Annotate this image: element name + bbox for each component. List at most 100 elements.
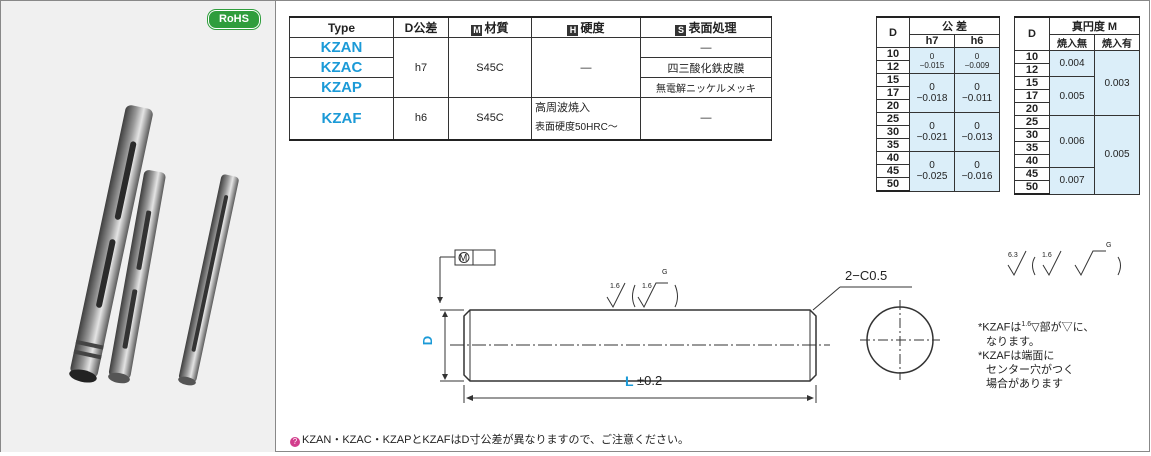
tol-h7-g1-lower: −0.015 bbox=[919, 60, 945, 70]
medium-shaft-image bbox=[108, 170, 166, 384]
tol-h7-g2-lower: −0.018 bbox=[916, 93, 948, 104]
tol-h7-g4-lower: −0.025 bbox=[916, 171, 948, 183]
tol-h6-g4-upper: 0 bbox=[974, 160, 980, 172]
tol-h7-g3: 0−0.021 bbox=[909, 112, 955, 152]
tol-d: 30 bbox=[876, 125, 910, 139]
type-kzap: KZAP bbox=[289, 77, 394, 98]
note-1-roughness: 1.6 bbox=[1021, 321, 1032, 328]
round-header-d: D bbox=[1014, 16, 1050, 51]
tol-header-h7: h7 bbox=[909, 34, 955, 48]
round-header-hardened: 焼入有 bbox=[1094, 34, 1140, 51]
large-shaft-image bbox=[69, 105, 153, 383]
hardness-mark-icon: H bbox=[567, 25, 579, 36]
hardness-kzaf-line2: 表面硬度50HRC〜 bbox=[535, 122, 618, 134]
tol-h6-g1-upper: 0 bbox=[974, 51, 980, 61]
tol-h7-g3-upper: 0 bbox=[929, 121, 935, 132]
round-header-unhardened: 焼入無 bbox=[1049, 34, 1095, 51]
hardness-kzaf-line1: 高周波焼入 bbox=[535, 102, 590, 115]
legend-roughness-b: 1.6 bbox=[1042, 252, 1052, 259]
caution-icon: ? bbox=[290, 437, 300, 447]
small-shaft-image bbox=[178, 174, 239, 386]
note-1-d: なります。 bbox=[986, 335, 1040, 348]
material-kzaf: S45C bbox=[448, 97, 532, 141]
tol-d: 35 bbox=[876, 138, 910, 152]
roughness-g-label: G bbox=[662, 269, 668, 276]
col-surface-label: 表面処理 bbox=[688, 21, 737, 35]
tol-d: 45 bbox=[876, 164, 910, 178]
tol-d: 12 bbox=[876, 60, 910, 74]
tol-h6-g2: 0−0.011 bbox=[954, 73, 1000, 113]
roughness-a-value: 1.6 bbox=[610, 283, 620, 290]
hardness-kzaf: 高周波焼入 表面硬度50HRC〜 bbox=[531, 97, 641, 141]
round-d: 15 bbox=[1014, 76, 1050, 90]
tol-d: 50 bbox=[876, 177, 910, 192]
legend-roughness-a: 6.3 bbox=[1008, 252, 1018, 259]
note-1-c: に、 bbox=[1072, 321, 1095, 334]
round-d: 12 bbox=[1014, 63, 1050, 77]
round-hardened-2: 0.005 bbox=[1094, 115, 1140, 195]
dim-l-tolerance: ±0.2 bbox=[637, 373, 663, 388]
note-2-c: 場合があります bbox=[986, 377, 1063, 390]
surface-kzan: — bbox=[640, 37, 772, 58]
round-d: 35 bbox=[1014, 141, 1050, 155]
surface-kzap: 無電解ニッケルメッキ bbox=[640, 77, 772, 98]
roundness-ref-label: M bbox=[459, 253, 468, 264]
tol-h6-g1-lower: −0.009 bbox=[964, 60, 990, 70]
note-1-b: 部が bbox=[1039, 321, 1062, 334]
tol-header-d: D bbox=[876, 16, 910, 48]
tol-h7-g4-upper: 0 bbox=[929, 160, 935, 172]
tol-d: 20 bbox=[876, 99, 910, 113]
rohs-badge: RoHS bbox=[209, 11, 259, 28]
note-2-a: *KZAFは端面に bbox=[978, 349, 1055, 362]
dim-l-label: L bbox=[625, 373, 634, 389]
hardness-none: — bbox=[531, 37, 641, 98]
roughness-symbol-icon bbox=[606, 282, 626, 309]
tol-h6-g3-upper: 0 bbox=[974, 121, 980, 132]
tol-h7-g4: 0−0.025 bbox=[909, 151, 955, 192]
note-1-a: *KZAFは bbox=[978, 321, 1022, 334]
tol-h6-g3: 0−0.013 bbox=[954, 112, 1000, 152]
tol-h7-g3-lower: −0.021 bbox=[916, 132, 948, 143]
legend-roughness-icon bbox=[1007, 250, 1027, 277]
round-unhardened-2: 0.005 bbox=[1049, 76, 1095, 116]
note-2-b: センター穴がつく bbox=[986, 363, 1074, 376]
material-s45c: S45C bbox=[448, 37, 532, 98]
footer-note: ?KZAN・KZAC・KZAPとKZAFはD寸公差が異なりますので、ご注意くださ… bbox=[290, 431, 689, 447]
tol-header-group: 公 差 bbox=[909, 16, 1000, 35]
roundness-symbol-icon bbox=[458, 252, 470, 263]
d-tol-h7: h7 bbox=[393, 37, 449, 98]
round-d: 20 bbox=[1014, 102, 1050, 116]
col-hardness-label: 硬度 bbox=[580, 21, 605, 35]
col-type: Type bbox=[289, 16, 394, 38]
footer-text: KZAN・KZAC・KZAPとKZAFはD寸公差が異なりますので、ご注意ください… bbox=[302, 434, 690, 446]
round-unhardened-4: 0.007 bbox=[1049, 167, 1095, 195]
type-kzan: KZAN bbox=[289, 37, 394, 58]
dim-d-label: D bbox=[420, 335, 436, 346]
tol-header-h6: h6 bbox=[954, 34, 1000, 48]
round-hardened-1: 0.003 bbox=[1094, 50, 1140, 116]
round-d: 17 bbox=[1014, 89, 1050, 103]
roughness-b-value: 1.6 bbox=[642, 283, 652, 290]
tol-d: 15 bbox=[876, 73, 910, 87]
type-kzaf: KZAF bbox=[289, 97, 394, 141]
tol-h6-g2-lower: −0.011 bbox=[961, 93, 993, 104]
tol-d: 40 bbox=[876, 151, 910, 165]
tol-h6-g3-lower: −0.013 bbox=[961, 132, 993, 143]
note-1: *KZAFは1.6▽部が▽に、 bbox=[978, 321, 1095, 334]
round-unhardened-3: 0.006 bbox=[1049, 115, 1095, 168]
chamfer-label: 2−C0.5 bbox=[845, 268, 888, 283]
surface-mark-icon: S bbox=[675, 25, 687, 36]
tol-h6-g2-upper: 0 bbox=[974, 82, 980, 93]
surface-kzac: 四三酸化鉄皮膜 bbox=[640, 57, 772, 78]
roundness-table: D 真円度 M 焼入無 焼入有 10 0.004 0.003 12 15 0.0… bbox=[1014, 16, 1140, 195]
material-mark-icon: M bbox=[471, 25, 483, 36]
technical-drawing bbox=[437, 249, 1121, 403]
legend-roughness-g: G bbox=[1106, 242, 1112, 249]
tol-d: 17 bbox=[876, 86, 910, 100]
round-d: 40 bbox=[1014, 154, 1050, 168]
col-d-tolerance: D公差 bbox=[393, 16, 449, 38]
